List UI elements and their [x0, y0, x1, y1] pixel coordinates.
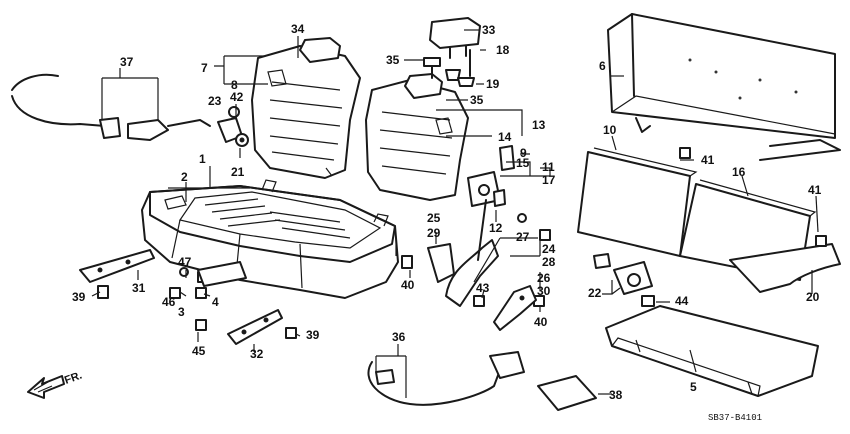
callout-2: 2	[181, 170, 188, 184]
callout-18: 18	[496, 43, 510, 57]
callout-31: 31	[132, 281, 146, 295]
callout-40b: 40	[534, 315, 548, 329]
callout-6: 6	[599, 59, 606, 73]
callout-15: 15	[516, 156, 530, 170]
belt-buckle-hardware	[217, 106, 249, 147]
callout-12: 12	[489, 221, 503, 235]
callout-46: 46	[162, 295, 176, 309]
callout-1: 1	[199, 152, 206, 166]
bolts	[97, 147, 827, 339]
front-direction-indicator: FR.	[27, 369, 84, 399]
callout-44: 44	[675, 294, 689, 308]
seat-back-right	[365, 73, 469, 201]
callout-24: 24	[542, 242, 556, 256]
callout-27: 27	[516, 230, 530, 244]
callout-21: 21	[231, 165, 245, 179]
callout-7: 7	[201, 61, 208, 75]
callout-5: 5	[690, 380, 697, 394]
callout-19: 19	[486, 77, 500, 91]
callout-42: 42	[230, 90, 244, 104]
callout-9: 9	[520, 146, 527, 160]
seatback-hinge-plate	[427, 199, 499, 307]
callout-3: 3	[178, 305, 185, 319]
headrest	[429, 17, 481, 59]
callout-37: 37	[120, 55, 134, 69]
callout-numbers: 1 2 3 4 5 6 7 8 9 10 11 12 13 14 15 16 1…	[72, 22, 822, 402]
seat-back-left	[251, 37, 361, 179]
seatback-lock	[467, 145, 515, 207]
seatback-hinge-right	[493, 285, 537, 331]
callout-13: 13	[532, 118, 546, 132]
trunk-pad	[537, 375, 597, 411]
callout-25: 25	[427, 211, 441, 225]
callout-40a: 40	[401, 278, 415, 292]
rear-back-panel	[607, 13, 841, 161]
trunk-carpet	[729, 243, 841, 293]
hinge-bracket	[593, 253, 653, 295]
callout-4: 4	[212, 295, 219, 309]
trunk-release-cable	[367, 351, 525, 406]
diagram-code: SB37-B4101	[708, 413, 762, 423]
callout-43: 43	[476, 281, 490, 295]
callout-32: 32	[250, 347, 264, 361]
callout-35b: 35	[470, 93, 484, 107]
cushion-hinge-right	[227, 309, 283, 345]
callout-14: 14	[498, 130, 512, 144]
callout-16: 16	[732, 165, 746, 179]
seat-cushion	[141, 179, 399, 299]
callout-41b: 41	[808, 183, 822, 197]
callout-33: 33	[482, 23, 496, 37]
callout-10: 10	[603, 123, 617, 137]
callout-38: 38	[609, 388, 623, 402]
callout-47: 47	[178, 255, 192, 269]
callout-11: 11	[542, 160, 555, 174]
callout-28: 28	[542, 255, 556, 269]
headrest-guides	[423, 49, 475, 87]
callout-41a: 41	[701, 153, 715, 167]
callout-39b: 39	[306, 328, 320, 342]
callout-8: 8	[231, 78, 238, 92]
callout-29: 29	[427, 226, 441, 240]
callout-22: 22	[588, 286, 602, 300]
callout-23: 23	[208, 94, 222, 108]
release-handle	[197, 261, 247, 287]
callout-17: 17	[542, 173, 556, 187]
rear-tray	[605, 305, 819, 397]
callout-26: 26	[537, 271, 551, 285]
callout-45: 45	[192, 344, 206, 358]
callout-20: 20	[806, 290, 820, 304]
callout-34: 34	[291, 22, 305, 36]
seatback-side-panel-left	[577, 147, 698, 257]
callout-39a: 39	[72, 290, 86, 304]
callout-36: 36	[392, 330, 406, 344]
callout-35a: 35	[386, 53, 400, 67]
leader-lines	[91, 29, 819, 398]
seat-belt-assembly	[11, 73, 211, 141]
fr-label: FR.	[63, 369, 84, 386]
cushion-hinge-left	[79, 249, 155, 283]
callout-30: 30	[537, 284, 551, 298]
